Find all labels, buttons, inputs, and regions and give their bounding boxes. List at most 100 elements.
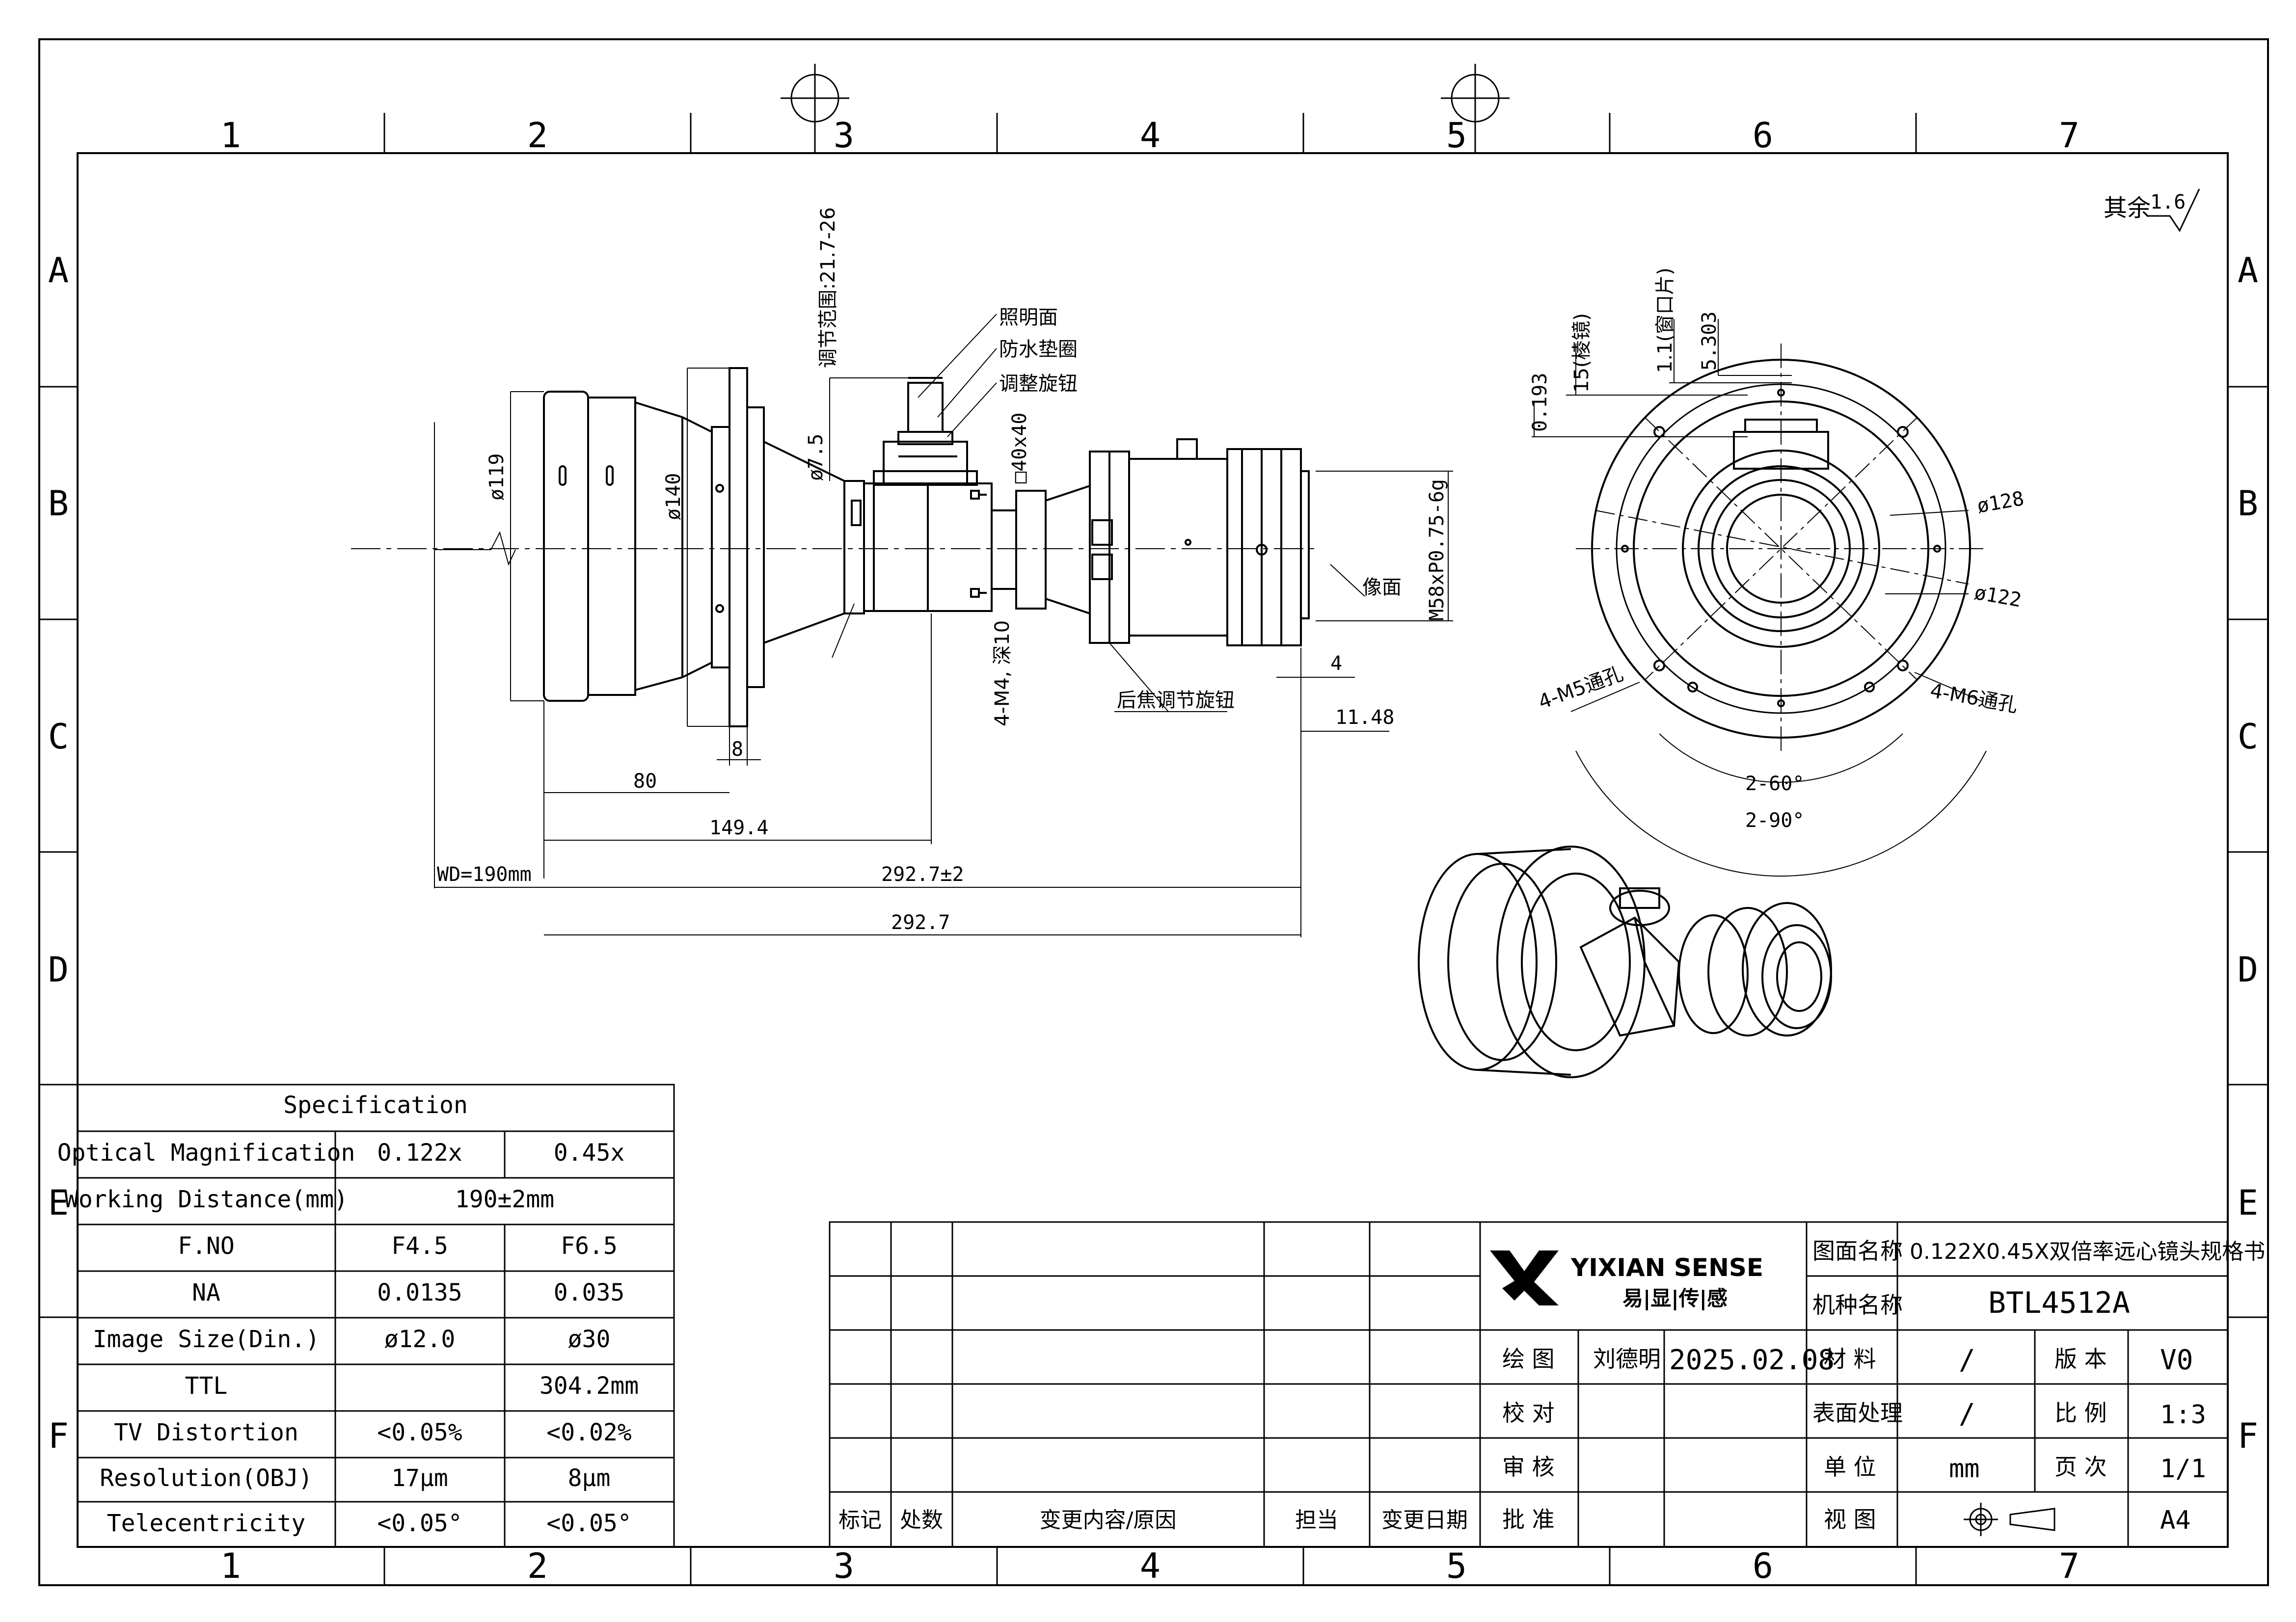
grid-row-B-right: B [2238, 483, 2258, 524]
spec-title: Specification [283, 1091, 468, 1119]
dim-8: 8 [731, 738, 743, 761]
label-adjust-range: 调节范围:21.7-26 [817, 207, 839, 368]
spec-row-v2: ø30 [568, 1326, 611, 1353]
spec-table [77, 1084, 675, 1548]
tb-page-label: 页 次 [2054, 1454, 2107, 1480]
side-view [351, 367, 1316, 727]
grid-row-A-right: A [2238, 250, 2258, 291]
dim-dia-128: ø128 [1975, 487, 2026, 518]
logo-x-icon [1490, 1250, 1559, 1305]
tb-approve-label: 批 准 [1502, 1506, 1555, 1533]
tb-model: BTL4512A [1988, 1286, 2130, 1320]
spec-row-v2: <0.02% [546, 1419, 631, 1446]
spec-row-v2: 0.035 [554, 1279, 625, 1306]
grid-col-5-top: 5 [1446, 115, 1467, 156]
spec-row-v2: 8μm [568, 1464, 611, 1492]
tb-material: / [1959, 1344, 1975, 1376]
grid-col-1-bottom: 1 [220, 1546, 241, 1586]
tb-page: 1/1 [2160, 1454, 2206, 1484]
spec-row-v1: F4.5 [391, 1232, 448, 1260]
grid-col-2-top: 2 [527, 115, 548, 156]
tb-scale: 1:3 [2160, 1400, 2206, 1430]
tb-size: A4 [2160, 1506, 2191, 1535]
grid-col-7-top: 7 [2059, 115, 2080, 156]
label-4-m5-through: 4-M5通孔 [1536, 663, 1626, 714]
rev-header-count: 处数 [900, 1508, 943, 1533]
tb-version-label: 版 本 [2054, 1346, 2107, 1372]
spec-row-v1: 190±2mm [455, 1186, 554, 1213]
grid-row-D-right: D [2238, 950, 2258, 990]
side-view-dimensions [434, 314, 1453, 937]
spec-row-label: NA [192, 1279, 220, 1306]
grid-row-B-left: B [48, 483, 69, 524]
dim-292-7-tol: 292.7±2 [881, 863, 964, 886]
tb-drawing-name-label: 图面名称 [1812, 1238, 1903, 1264]
spec-row-v2: F6.5 [561, 1232, 618, 1260]
spec-row-v2: <0.05° [546, 1510, 631, 1537]
dim-15-prism: 15(棱镜) [1570, 313, 1593, 393]
dim-dia-119: ø119 [486, 453, 508, 501]
yixian-logo: YIXIAN SENSE 易|显|传|感 [1490, 1250, 1763, 1310]
grid-col-1-top: 1 [220, 115, 241, 156]
tb-date: 2025.02.08 [1669, 1344, 1835, 1376]
label-illumination-face: 照明面 [999, 306, 1058, 329]
rev-header-owner: 担当 [1295, 1508, 1338, 1533]
dim-4: 4 [1330, 652, 1342, 675]
centering-mark-right [1441, 64, 1510, 153]
spec-row-v2: 304.2mm [540, 1372, 639, 1400]
tb-surface: / [1959, 1398, 1975, 1430]
dim-dia-140: ø140 [662, 473, 685, 520]
label-4-m6-through: 4-M6通孔 [1928, 680, 2019, 718]
revision-table [829, 1221, 1481, 1548]
tb-draw-label: 绘 图 [1502, 1346, 1555, 1372]
tb-version: V0 [2160, 1344, 2193, 1376]
spec-row-v1: <0.05° [377, 1510, 462, 1537]
tb-drawer: 刘德明 [1593, 1346, 1661, 1372]
grid-col-4-bottom: 4 [1140, 1546, 1161, 1586]
grid-dividers [39, 113, 2268, 1585]
dim-square-40x40: □40x40 [1008, 413, 1031, 484]
projection-symbol-icon [1964, 1503, 2055, 1536]
dim-angle-2-90: 2-90° [1745, 809, 1804, 832]
rev-header-date: 变更日期 [1381, 1508, 1468, 1533]
spec-row-label: Telecentricity [107, 1510, 306, 1537]
rev-header-content: 变更内容/原因 [1040, 1508, 1177, 1533]
grid-row-F-left: F [48, 1416, 69, 1456]
dim-80: 80 [633, 770, 657, 793]
roughness-label: 其余 [2104, 194, 2151, 222]
tb-view-label: 视 图 [1824, 1506, 1876, 1533]
front-view-dimensions [1532, 319, 1987, 877]
spec-row-v1: 0.0135 [377, 1279, 462, 1306]
dim-11-48: 11.48 [1335, 706, 1394, 729]
tb-review-label: 审 核 [1502, 1454, 1555, 1480]
dim-angle-2-60: 2-60° [1745, 772, 1804, 795]
spec-row-label: TV Distortion [114, 1419, 298, 1446]
tb-surface-label: 表面处理 [1812, 1400, 1903, 1426]
dim-1-1-window: 1.1(窗口片) [1654, 267, 1676, 373]
label-image-plane: 像面 [1362, 576, 1402, 599]
spec-row-label: Optical Magnification [57, 1139, 355, 1167]
tb-model-label: 机种名称 [1812, 1292, 1903, 1318]
sheet-frame [38, 38, 2269, 1586]
spec-row-v1: <0.05% [377, 1419, 462, 1446]
dim-dia-122: ø122 [1972, 582, 2023, 612]
spec-row-label: Working Distance(mm) [64, 1186, 348, 1213]
title-block [1479, 1221, 2229, 1548]
tb-check-label: 校 对 [1502, 1400, 1555, 1426]
grid-row-D-left: D [48, 950, 69, 990]
dim-292-7: 292.7 [891, 911, 950, 934]
rev-header-mark: 标记 [838, 1508, 882, 1533]
spec-row-label: F.NO [178, 1232, 235, 1260]
grid-col-7-bottom: 7 [2059, 1546, 2080, 1586]
roughness-value: 1.6 [2150, 191, 2186, 213]
grid-col-5-bottom: 5 [1446, 1546, 1467, 1586]
dim-149-4: 149.4 [709, 817, 768, 839]
grid-row-E-right: E [2238, 1183, 2258, 1223]
centering-mark-left [781, 64, 849, 153]
label-4-m4-depth: 4-M4, 深10 [991, 620, 1014, 726]
grid-row-C-left: C [48, 717, 69, 757]
spec-row-v2: 0.45x [554, 1139, 625, 1167]
grid-row-A-left: A [48, 250, 69, 291]
roughness-symbol: 其余 1.6 [2104, 188, 2200, 233]
